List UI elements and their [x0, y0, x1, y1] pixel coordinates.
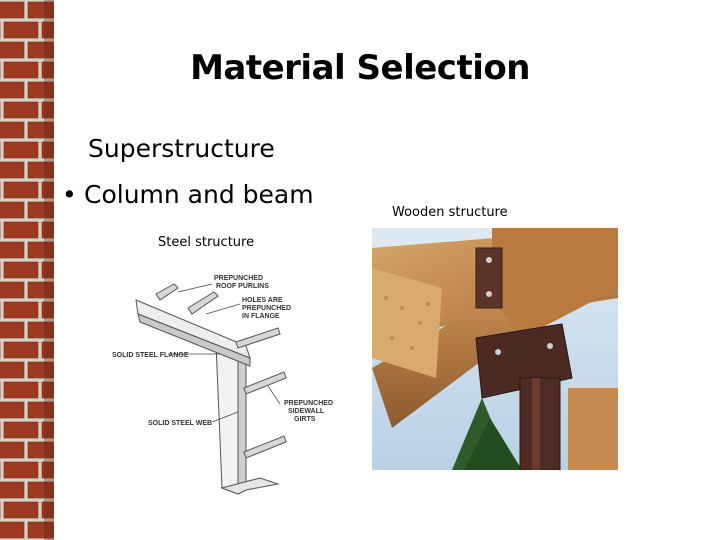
- sidewall-girt: [243, 435, 287, 459]
- svg-text:PREPUNCHED: PREPUNCHED: [242, 305, 291, 312]
- base-plate: [220, 477, 280, 495]
- roof-purlin: [155, 283, 179, 301]
- label-prepunched-roof-purlins: PREPUNCHED: [214, 275, 263, 282]
- label-solid-steel-web: SOLID STEEL WEB: [148, 420, 212, 427]
- subheading: Superstructure: [88, 134, 275, 163]
- wooden-structure-photo: [372, 228, 618, 470]
- roof-purlin: [235, 327, 281, 349]
- brick-wall-graphic: [0, 0, 54, 540]
- bullet-text: Column and beam: [84, 180, 314, 209]
- steel-caption: Steel structure: [158, 235, 255, 250]
- svg-text:GIRTS: GIRTS: [294, 416, 316, 423]
- label-holes-prepunched: HOLES ARE: [242, 297, 283, 304]
- bullet-item: •Column and beam: [62, 180, 314, 209]
- slide-title: Material Selection: [190, 48, 530, 88]
- wood-caption: Wooden structure: [392, 205, 508, 220]
- roof-purlin: [187, 291, 219, 315]
- label-prepunched-sidewall-girts: PREPUNCHED: [284, 400, 333, 407]
- sidewall-girt: [243, 371, 287, 395]
- brick-wall-decoration: [0, 0, 54, 540]
- wood-beam-illustration: [372, 228, 618, 470]
- svg-text:ROOF PURLINS: ROOF PURLINS: [216, 283, 269, 290]
- bullet-icon: •: [62, 180, 77, 209]
- svg-text:IN FLANGE: IN FLANGE: [242, 313, 280, 320]
- label-solid-steel-flange: SOLID STEEL FLANGE: [112, 352, 189, 359]
- steel-structure-diagram: PREPUNCHED ROOF PURLINS HOLES ARE PREPUN…: [112, 275, 333, 495]
- svg-text:SIDEWALL: SIDEWALL: [288, 408, 325, 415]
